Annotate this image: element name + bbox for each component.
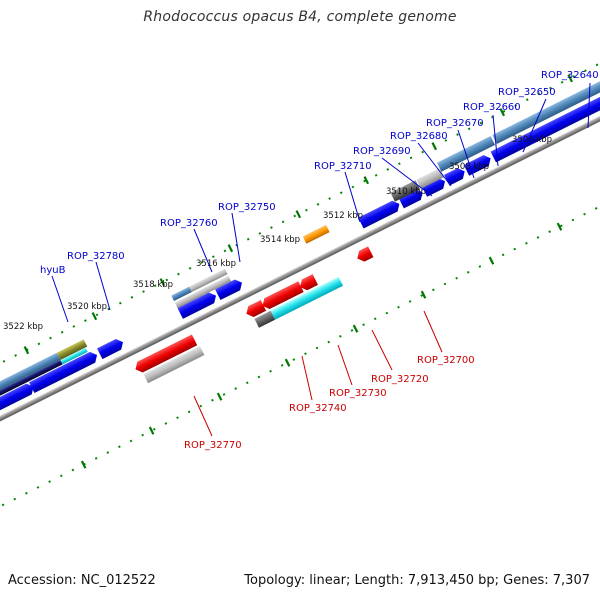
gene-label: ROP_32770 bbox=[184, 440, 242, 451]
gene-label: hyuB bbox=[40, 265, 66, 276]
gene-ROP_32700-block[interactable] bbox=[355, 246, 374, 263]
tick-label: 3508 kbp bbox=[449, 162, 489, 172]
gene-label: ROP_32740 bbox=[289, 403, 347, 414]
gene-label: ROP_32780 bbox=[67, 251, 125, 262]
genome-backbone bbox=[0, 98, 600, 444]
gene-steel-short[interactable] bbox=[171, 286, 192, 301]
gene-ROP_32680-block[interactable] bbox=[398, 187, 425, 209]
inner-guide-line bbox=[0, 174, 600, 513]
gene-label: ROP_32700 bbox=[417, 355, 475, 366]
gene-label: ROP_32730 bbox=[329, 388, 387, 399]
gene-block[interactable] bbox=[177, 290, 219, 319]
gene-darkgray[interactable] bbox=[390, 180, 420, 202]
gene-olive-small[interactable] bbox=[56, 339, 88, 360]
tick-label: 3506 kbp bbox=[512, 135, 552, 145]
gene-ROP_32660-block[interactable] bbox=[444, 166, 467, 186]
tick-label: 3514 kbp bbox=[260, 235, 300, 245]
gene-block[interactable] bbox=[29, 350, 100, 394]
tick-label: 3516 kbp bbox=[196, 259, 236, 269]
map-title: Rhodococcus opacus B4, complete genome bbox=[143, 9, 457, 25]
gene-ROP_32770-block[interactable] bbox=[133, 334, 198, 374]
gene-ROP_32650-block[interactable] bbox=[463, 153, 494, 176]
gene-labels-forward: ROP_32640 ROP_32650 ROP_32660 ROP_32670 … bbox=[40, 70, 599, 276]
gene-block[interactable] bbox=[97, 337, 126, 360]
outer-guide-line bbox=[0, 60, 600, 398]
gene-orange-small[interactable] bbox=[302, 224, 330, 244]
gene-gray-strip[interactable] bbox=[201, 275, 232, 295]
gene-gray[interactable] bbox=[416, 168, 445, 189]
gene-label: ROP_32760 bbox=[160, 218, 218, 229]
gene-label: ROP_32720 bbox=[371, 374, 429, 385]
gene-label: ROP_32750 bbox=[218, 202, 276, 213]
gene-ROP_32690-block[interactable] bbox=[358, 199, 402, 229]
tick-label: 3518 kbp bbox=[133, 280, 173, 290]
tick-marks bbox=[23, 74, 573, 469]
tick-label: 3510 kbp bbox=[386, 187, 426, 197]
gene-darkgray-small[interactable] bbox=[254, 310, 276, 328]
genome-summary-text: Topology: linear; Length: 7,913,450 bp; … bbox=[244, 573, 590, 588]
gene-label: ROP_32690 bbox=[353, 146, 411, 157]
forward-genes[interactable] bbox=[0, 72, 600, 435]
gene-hyuB-block[interactable] bbox=[0, 381, 36, 435]
gene-block[interactable] bbox=[215, 277, 245, 301]
gene-labels-reverse: ROP_32700 ROP_32720 ROP_32730 ROP_32740 … bbox=[184, 355, 475, 451]
gene-cyan-long[interactable] bbox=[270, 276, 344, 320]
tick-label: 3512 kbp bbox=[323, 211, 363, 221]
gene-gray-strip[interactable] bbox=[174, 289, 205, 309]
gene-label: ROP_32660 bbox=[463, 102, 521, 113]
gene-ROP_32640-block[interactable] bbox=[490, 88, 600, 163]
gene-ROP_32740-block[interactable] bbox=[244, 300, 267, 319]
gene-ROP_32730-block[interactable] bbox=[260, 281, 304, 311]
gene-hyuB-cds[interactable] bbox=[0, 359, 63, 423]
gene-label: ROP_32710 bbox=[314, 161, 372, 172]
gene-label: ROP_32650 bbox=[498, 87, 556, 98]
leader-lines bbox=[51, 82, 591, 323]
gene-label: ROP_32640 bbox=[541, 70, 599, 81]
reverse-genes[interactable] bbox=[133, 246, 379, 385]
gene-cyan-small[interactable] bbox=[60, 347, 88, 365]
gene-steel-long[interactable] bbox=[0, 352, 61, 419]
gene-gray[interactable] bbox=[189, 268, 228, 292]
leader-lines-reverse bbox=[193, 310, 443, 437]
gene-ROP_32720-block[interactable] bbox=[297, 274, 318, 292]
tick-label: 3520 kbp bbox=[67, 302, 107, 312]
gene-label: ROP_32670 bbox=[426, 118, 484, 129]
tick-labels: 3506 kbp 3508 kbp 3510 kbp 3512 kbp 3514… bbox=[3, 135, 552, 332]
accession-text: Accession: NC_012522 bbox=[8, 573, 156, 588]
gene-label: ROP_32680 bbox=[390, 131, 448, 142]
tick-label: 3522 kbp bbox=[3, 322, 43, 332]
gene-gray-long[interactable] bbox=[143, 346, 205, 384]
